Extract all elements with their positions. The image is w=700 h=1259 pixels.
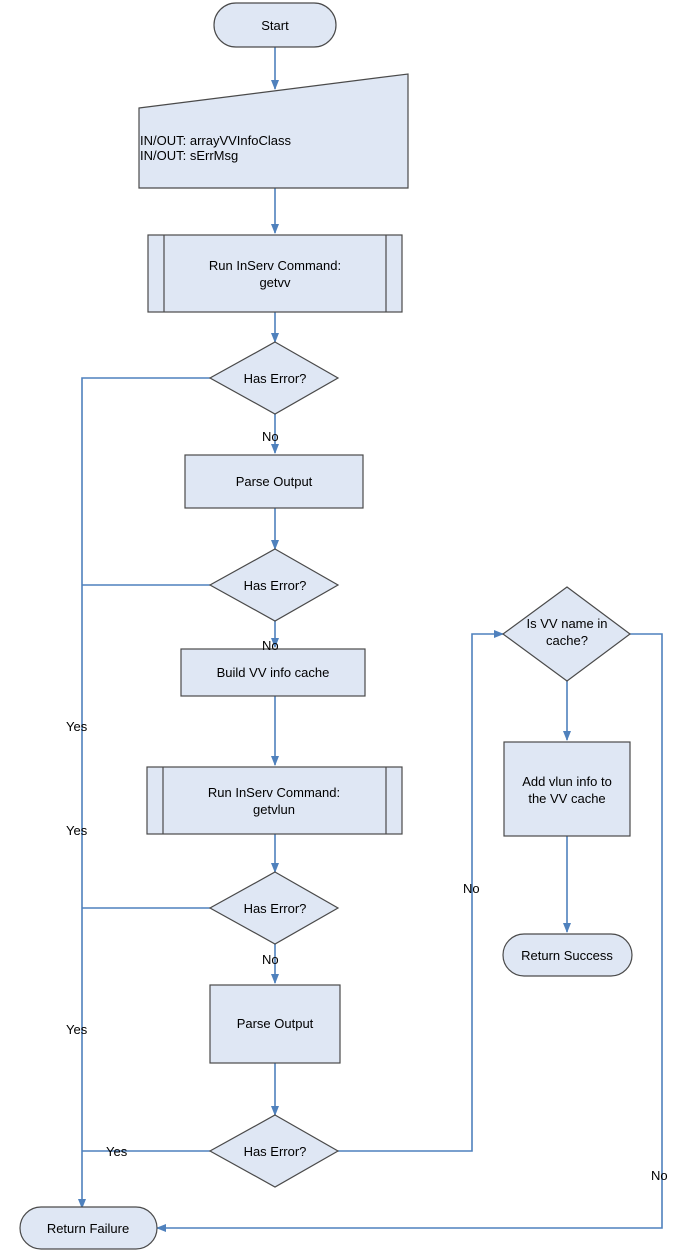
svg-text:Is VV name in: Is VV name in — [527, 616, 608, 631]
decision-has-error-2: Has Error? — [208, 548, 340, 622]
svg-text:Run InServ Command:: Run InServ Command: — [209, 258, 341, 273]
connector-decision-1-yes — [78, 377, 210, 1209]
parse-output-1-process: Parse Output — [184, 454, 364, 509]
edge-label-yes-3: Yes — [66, 1022, 88, 1037]
svg-text:the VV cache: the VV cache — [528, 791, 605, 806]
svg-text:IN/OUT: arrayVVInfoClass: IN/OUT: arrayVVInfoClass — [140, 133, 291, 148]
parse-output-2-process: Parse Output — [209, 984, 341, 1064]
connectors — [78, 47, 663, 1232]
add-vlun-info-process: Add vlun info to the VV cache — [503, 741, 631, 837]
edge-label-no-1: No — [262, 429, 279, 444]
decision-has-error-3: Has Error? — [208, 871, 340, 945]
edge-label-yes-1: Yes — [66, 719, 88, 734]
svg-text:Run InServ Command:: Run InServ Command: — [208, 785, 340, 800]
svg-text:Build VV info cache: Build VV info cache — [217, 665, 330, 680]
edge-label-yes-4: Yes — [106, 1144, 128, 1159]
edge-label-no-3: No — [262, 952, 279, 967]
edge-label-no-2: No — [262, 638, 279, 653]
connector-decision-4-no — [338, 630, 504, 1152]
svg-text:Has Error?: Has Error? — [244, 371, 307, 386]
start-terminator: Start — [213, 2, 337, 48]
edge-label-no-to-vv-check: No — [463, 881, 480, 896]
svg-text:getvlun: getvlun — [253, 802, 295, 817]
edge-label-no-to-failure: No — [651, 1168, 668, 1183]
svg-text:Has Error?: Has Error? — [244, 578, 307, 593]
svg-text:Start: Start — [261, 18, 289, 33]
svg-text:Has Error?: Has Error? — [244, 1144, 307, 1159]
svg-text:Add vlun info to: Add vlun info to — [522, 774, 612, 789]
decision-has-error-4: Has Error? — [208, 1114, 340, 1188]
svg-text:Return Success: Return Success — [521, 948, 613, 963]
svg-text:Has Error?: Has Error? — [244, 901, 307, 916]
svg-text:Parse Output: Parse Output — [236, 474, 313, 489]
edge-label-yes-2: Yes — [66, 823, 88, 838]
svg-text:IN/OUT: sErrMsg: IN/OUT: sErrMsg — [140, 148, 238, 163]
decision-has-error-1: Has Error? — [208, 341, 340, 415]
decision-vv-name-in-cache: Is VV name in cache? — [501, 586, 632, 682]
build-vv-info-cache-process: Build VV info cache — [180, 648, 366, 697]
edge-labels: No No No Yes Yes Yes Yes No No — [66, 429, 668, 1183]
io-manual-input: IN/OUT: arrayVVInfoClass IN/OUT: sErrMsg — [138, 73, 409, 189]
connector-vv-name-no — [156, 633, 663, 1232]
return-success-terminator: Return Success — [502, 933, 633, 977]
svg-text:Return Failure: Return Failure — [47, 1221, 129, 1236]
return-failure-terminator: Return Failure — [19, 1206, 158, 1250]
svg-text:cache?: cache? — [546, 633, 588, 648]
run-getvlun-subprocess: Run InServ Command: getvlun — [146, 766, 403, 835]
run-getvv-subprocess: Run InServ Command: getvv — [147, 234, 403, 313]
svg-text:Parse Output: Parse Output — [237, 1016, 314, 1031]
svg-text:getvv: getvv — [259, 275, 291, 290]
